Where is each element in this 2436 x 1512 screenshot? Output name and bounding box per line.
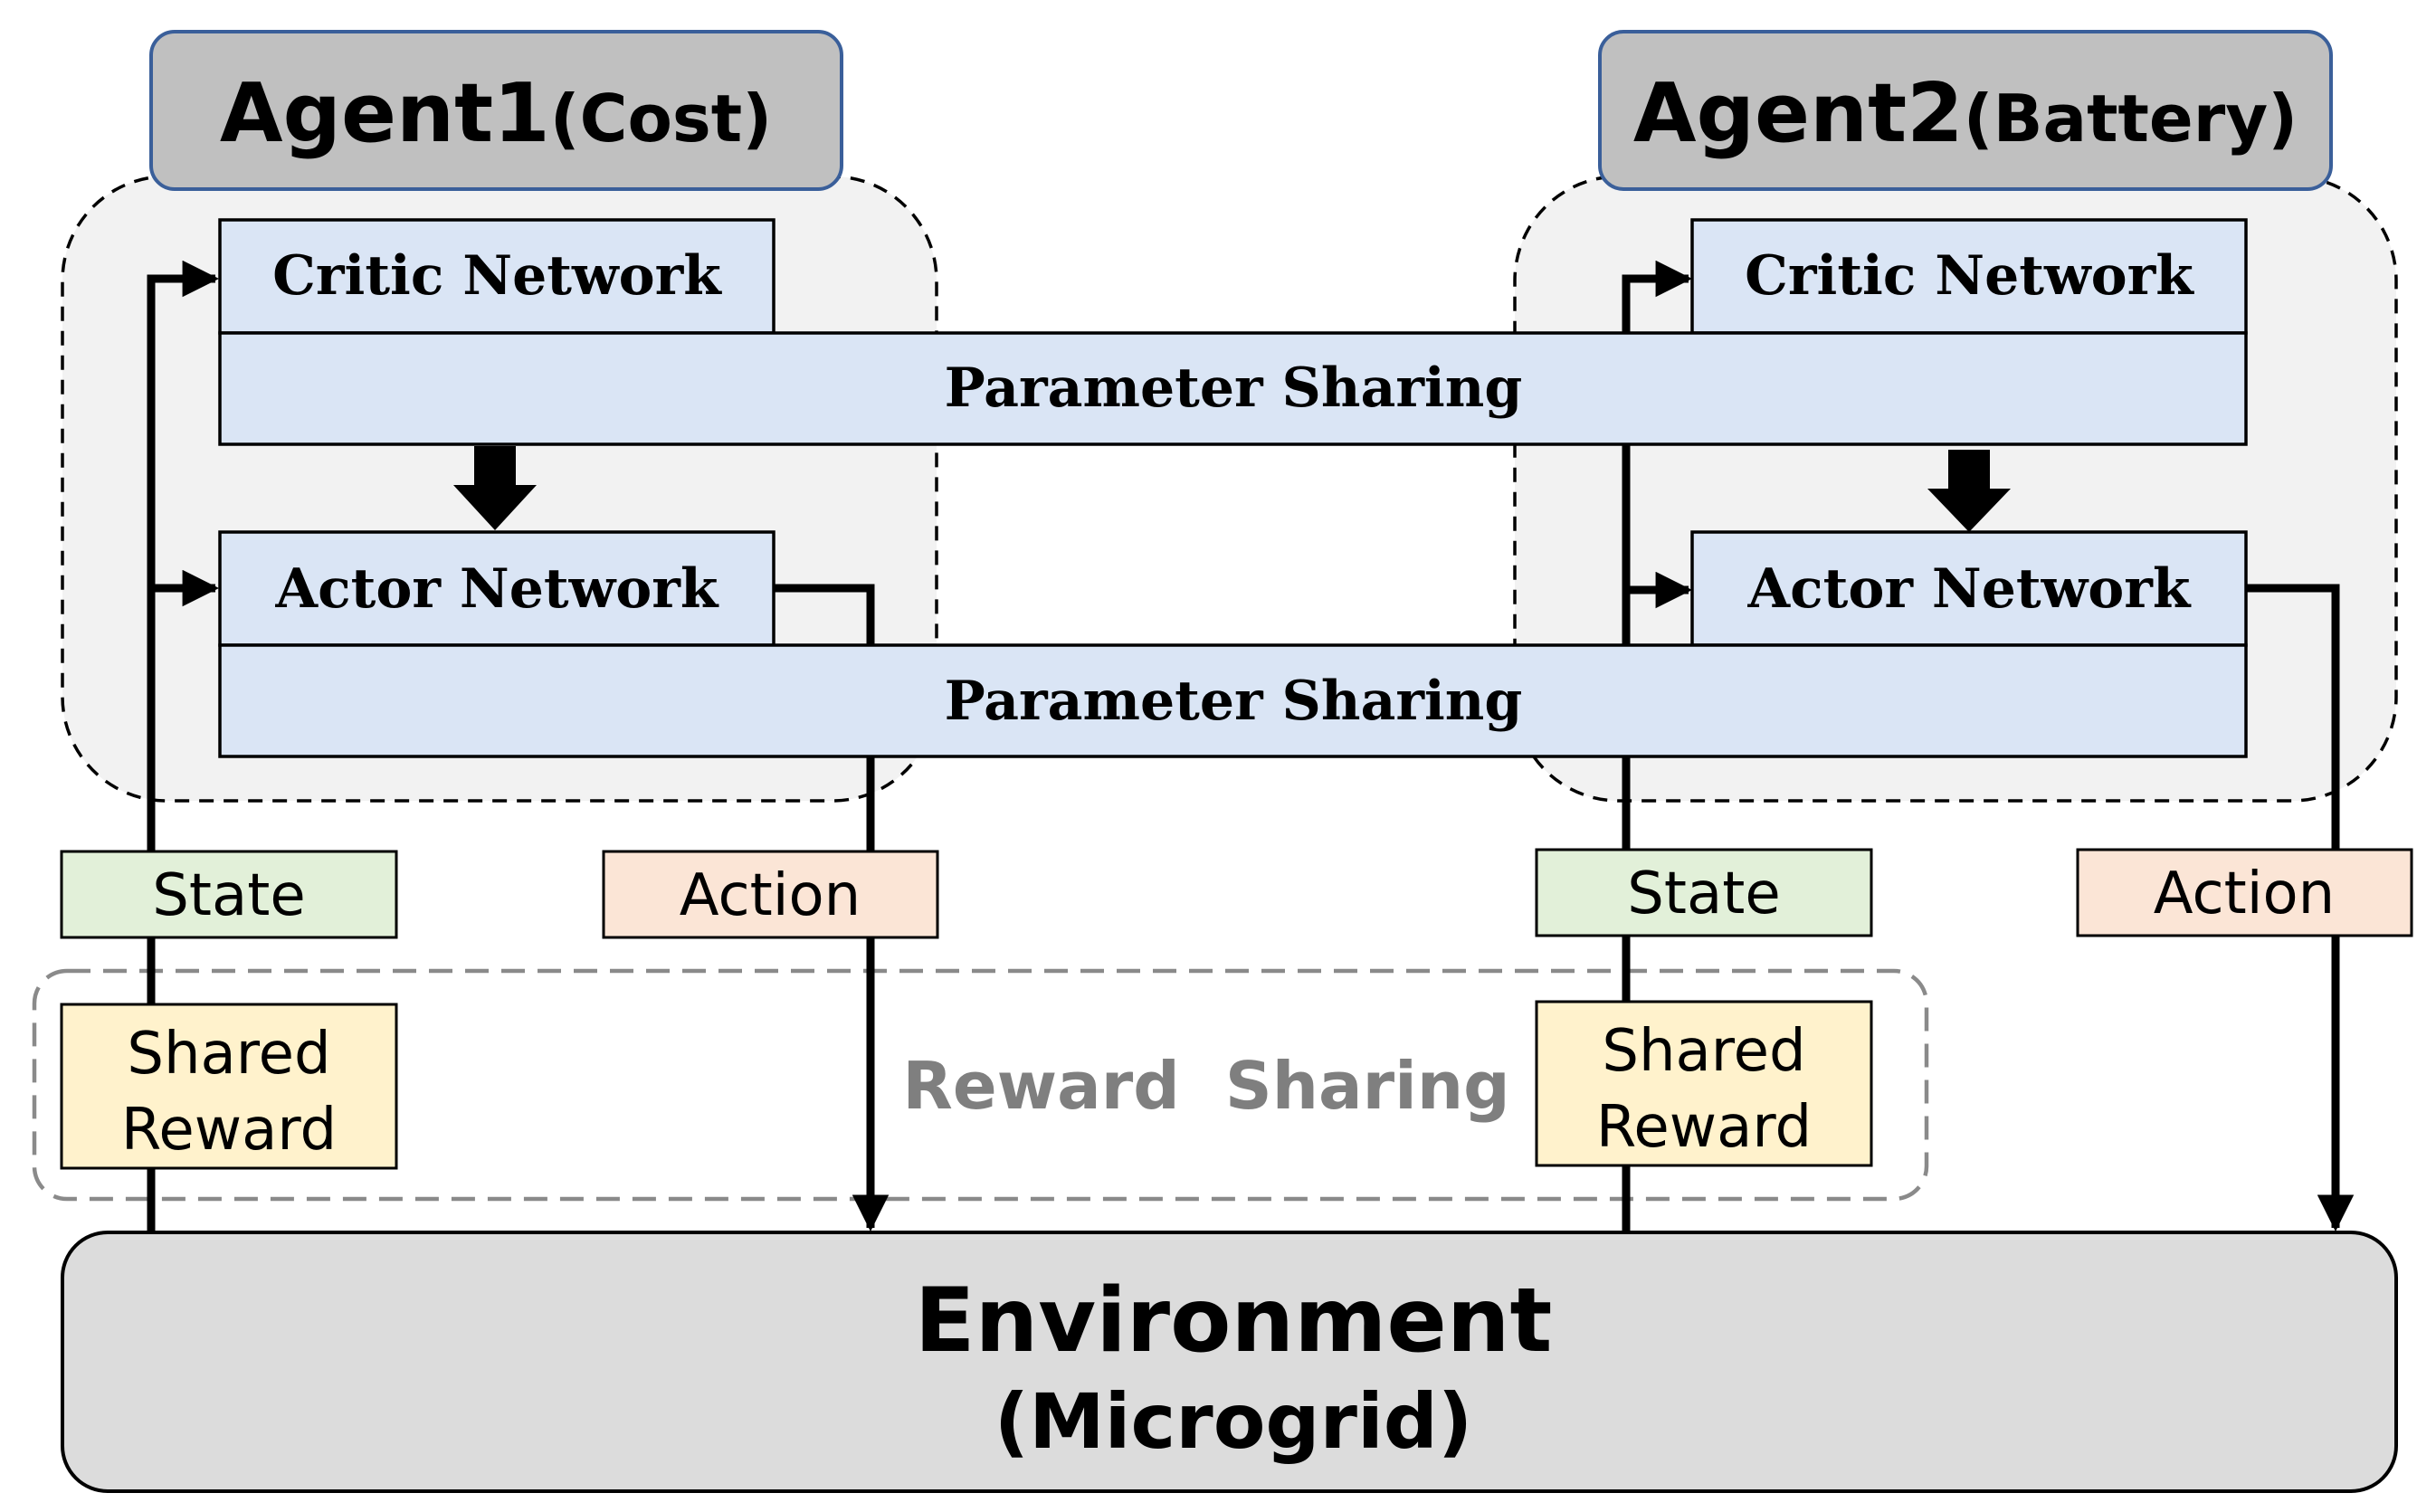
- agent2-critic-label: Critic Network: [1745, 244, 2194, 308]
- environment-box: [61, 1231, 2398, 1493]
- actor-parameter-sharing-label: Parameter Sharing: [945, 670, 1523, 733]
- reward-sharing-region: [32, 968, 1929, 1202]
- agent1-action-box: [602, 850, 939, 939]
- environment-subtitle: (Microgrid): [994, 1377, 1473, 1466]
- agent1-actor-label: Actor Network: [275, 557, 719, 621]
- agent2-title-subtitle: (Battery): [1964, 81, 2298, 157]
- agent2-action-box: [2076, 848, 2413, 937]
- agent2-title-main: Agent2: [1633, 66, 1964, 161]
- agent1-action-line: [774, 584, 890, 1232]
- agent2-action-label: Action: [2154, 861, 2335, 927]
- agent2-state-label: State: [1627, 861, 1780, 927]
- actor-parameter-sharing-bar: [218, 643, 2248, 758]
- agent1-reward-line1: Shared: [127, 1021, 330, 1088]
- agent2-title: Agent2(Battery): [1633, 66, 2298, 161]
- agent2-actor-label: Actor Network: [1747, 557, 2192, 621]
- agent2-reward-line2: Reward: [1596, 1094, 1812, 1161]
- agent1-shared-reward-box: [60, 1003, 398, 1170]
- agent2-critic-network: [1690, 218, 2248, 335]
- agent1-state-label: State: [152, 862, 305, 929]
- environment-title: Environment: [915, 1270, 1553, 1373]
- agent2-shared-reward-box: [1535, 1000, 1873, 1167]
- agent1-reward-line2: Reward: [121, 1097, 337, 1164]
- agent2-critic-to-actor-arrow: [1927, 450, 2011, 532]
- reward-sharing-label: Reward Sharing: [902, 1048, 1509, 1124]
- agent1-action-label: Action: [680, 862, 861, 929]
- agent1-title-main: Agent1: [220, 66, 550, 161]
- agent1-critic-to-actor-arrow: [453, 446, 537, 530]
- critic-parameter-sharing-label: Parameter Sharing: [945, 357, 1523, 420]
- agent1-title: Agent1(Cost): [220, 66, 772, 161]
- agent2-reward-line1: Shared: [1602, 1018, 1805, 1085]
- critic-parameter-sharing-bar: [218, 331, 2248, 446]
- agent1-critic-label: Critic Network: [272, 244, 722, 308]
- agent1-header: [149, 30, 843, 191]
- agent1-state-box: [60, 850, 398, 939]
- agent1-actor-network: [218, 530, 776, 647]
- agent2-action-line: [2246, 584, 2355, 1232]
- agent2-state-box: [1535, 848, 1873, 937]
- agent2-header: [1598, 30, 2333, 191]
- agent1-title-subtitle: (Cost): [550, 81, 772, 157]
